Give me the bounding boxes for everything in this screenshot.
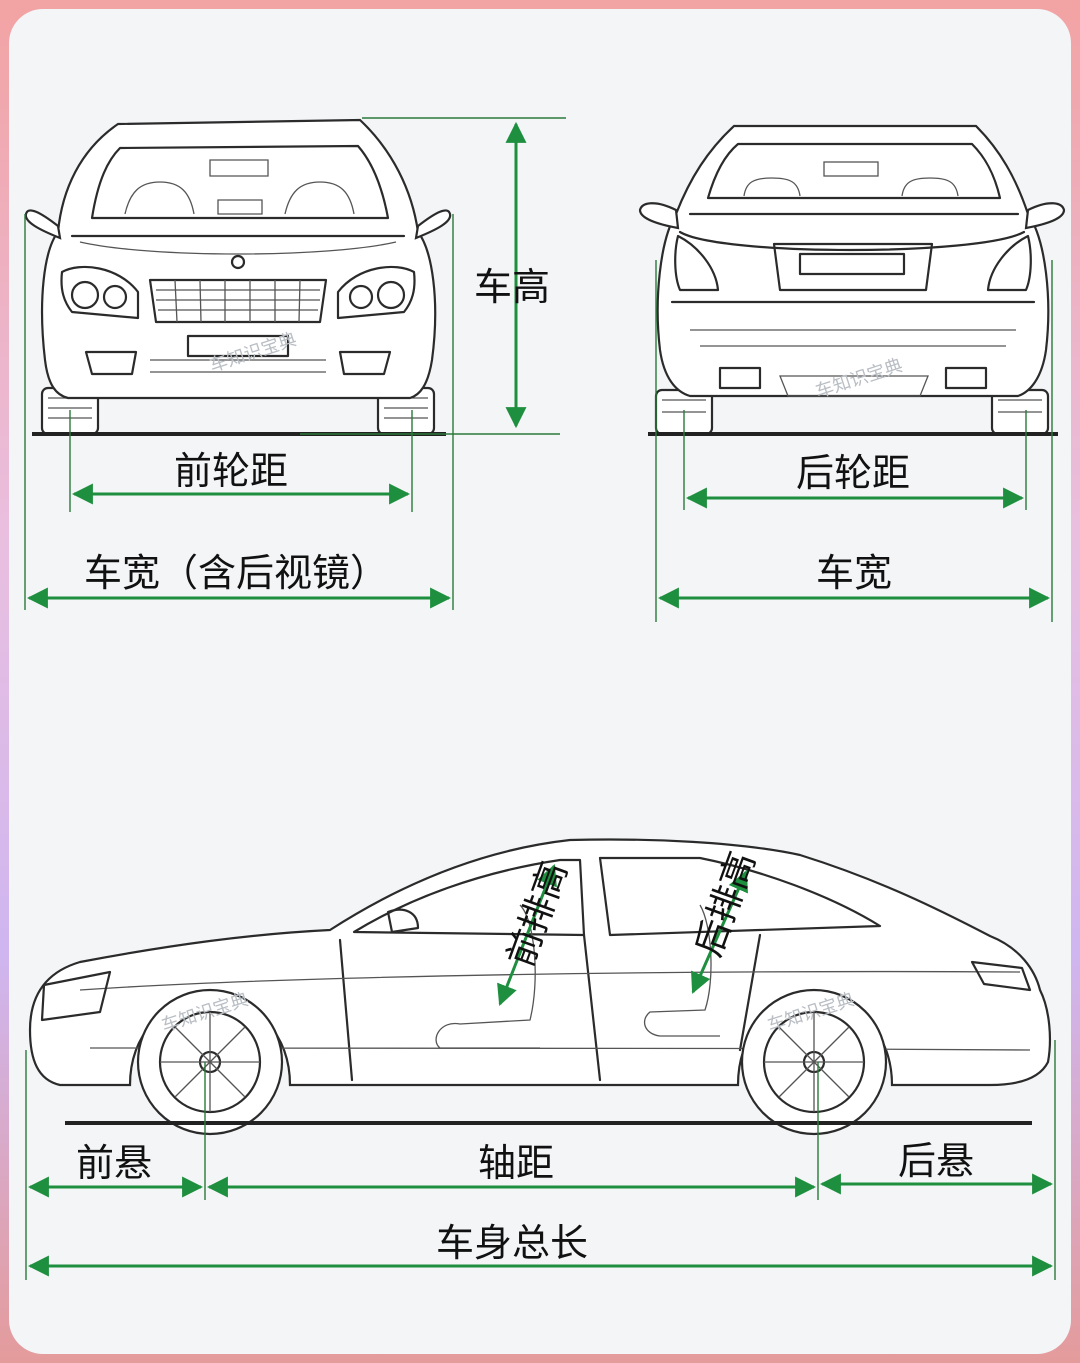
wheelbase-label: 轴距	[478, 1141, 554, 1185]
width-label: 车宽	[816, 551, 892, 595]
rear-overhang-label: 后悬	[898, 1139, 974, 1183]
front-row-height-arrow	[497, 864, 557, 1006]
extension-lines	[24, 117, 1056, 1280]
diagram-card: 车知识宝典 车知识宝典 车知识宝典 车知识宝典 车高 前轮距 车宽（含后视镜） …	[9, 9, 1071, 1354]
width-with-mirrors-label: 车宽（含后视镜）	[84, 551, 388, 595]
height-label: 车高	[474, 265, 550, 309]
rear-track-label: 后轮距	[796, 451, 910, 495]
rear-view-car	[638, 124, 1066, 436]
front-track-label: 前轮距	[174, 449, 288, 493]
rear-row-height-arrow	[691, 870, 748, 994]
vehicle-dimensions-diagram: 车知识宝典 车知识宝典 车知识宝典 车知识宝典 车高 前轮距 车宽（含后视镜） …	[24, 117, 1066, 1280]
front-overhang-label: 前悬	[76, 1141, 152, 1185]
front-view-car	[24, 118, 452, 436]
overall-length-label: 车身总长	[436, 1221, 588, 1265]
